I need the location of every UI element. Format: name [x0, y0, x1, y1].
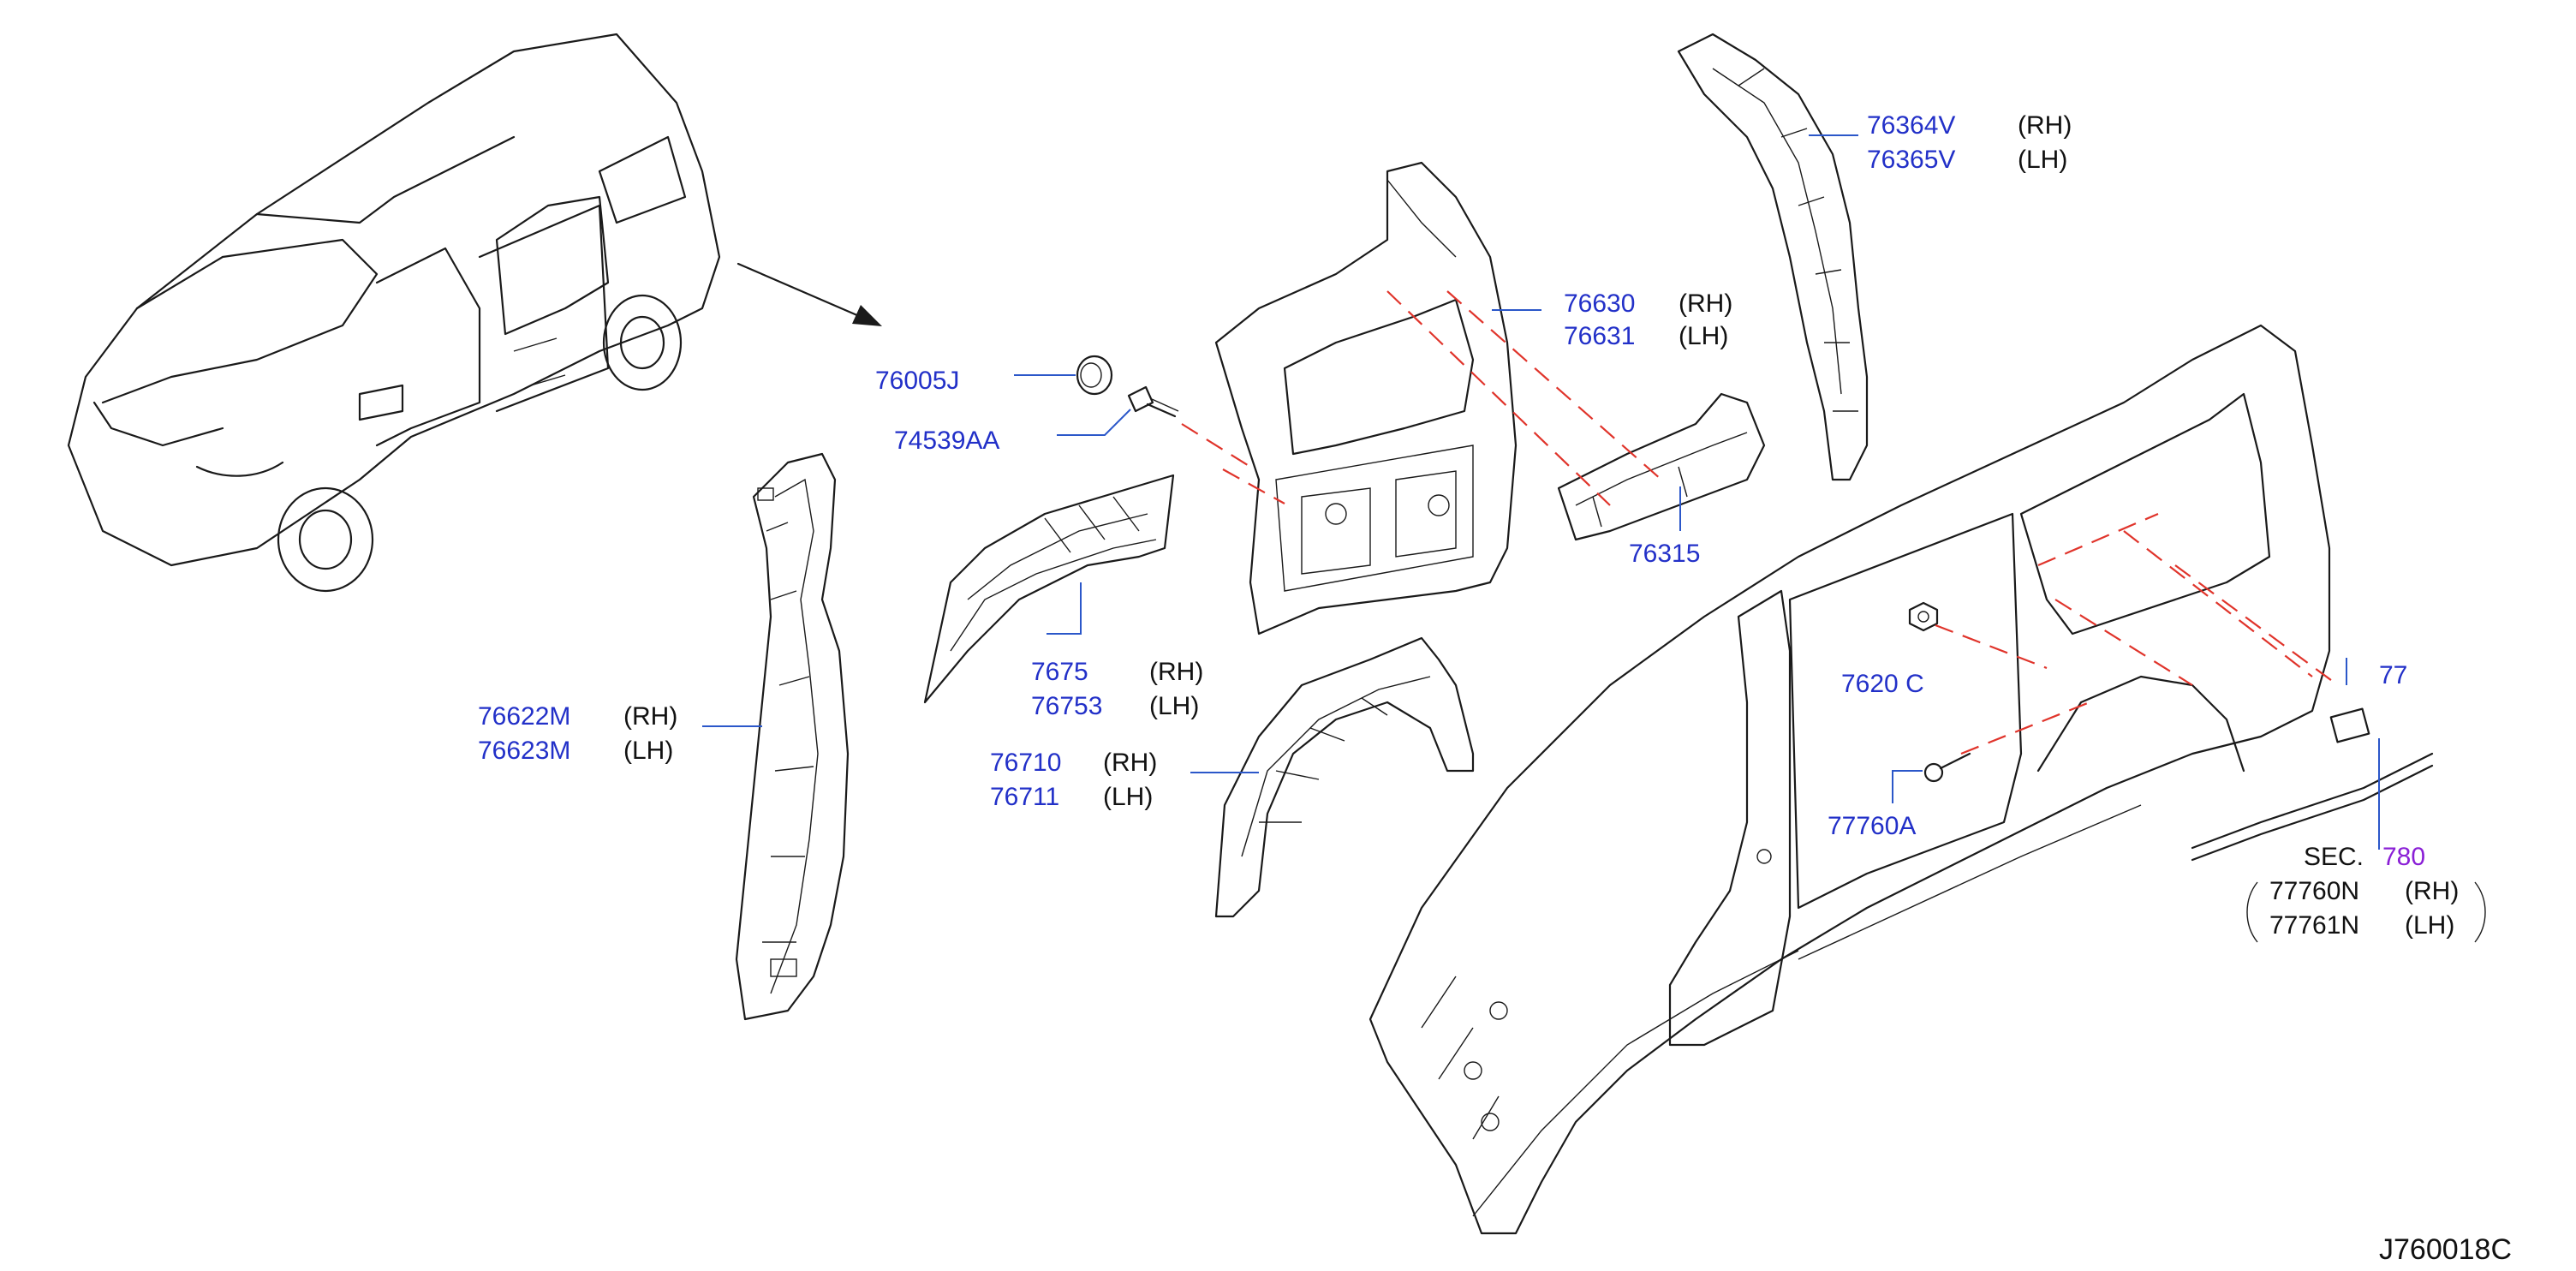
qualifier-rh: (RH)	[2018, 111, 2072, 140]
part-label-76710: 76710	[990, 749, 1061, 777]
part-label-76753: 76753	[1031, 692, 1102, 720]
side-sill-moulding-drawing	[2191, 707, 2434, 862]
nut-fastener-drawing	[1908, 601, 1939, 632]
part-label-77760N: 77760N	[2269, 877, 2359, 905]
qualifier-rh: (RH)	[623, 702, 677, 731]
sill-extension-panel-drawing	[1557, 392, 1766, 541]
part-label-76005J: 76005J	[875, 367, 959, 395]
clip-fastener-drawing	[1923, 752, 1971, 783]
qualifier-rh: (RH)	[1149, 658, 1203, 686]
part-label-76623M: 76623M	[478, 737, 570, 765]
vehicle-overview-illustration	[67, 33, 721, 593]
section-ref-number: 780	[2382, 843, 2425, 871]
part-label-7776xx: 77	[2379, 661, 2407, 689]
part-label-74539AA: 74539AA	[894, 427, 999, 455]
part-label-7675x: 7675	[1031, 658, 1088, 686]
qualifier-rh: (RH)	[1679, 289, 1732, 318]
part-label-76315: 76315	[1629, 540, 1700, 568]
part-label-77761N: 77761N	[2269, 911, 2359, 940]
diagram-code: J760018C	[2379, 1233, 2512, 1266]
qualifier-rh: (RH)	[2405, 877, 2459, 905]
qualifier-rh: (RH)	[1103, 749, 1157, 777]
part-label-76711: 76711	[990, 783, 1059, 811]
part-label-76630: 76630	[1564, 289, 1635, 318]
section-ref-label: SEC.	[2304, 843, 2364, 871]
direction-arrow	[736, 262, 882, 326]
inner-pillar-panel-drawing	[735, 452, 850, 1021]
qualifier-lh: (LH)	[1103, 783, 1153, 811]
part-label-76622M: 76622M	[478, 702, 570, 731]
qualifier-lh: (LH)	[1149, 692, 1199, 720]
rear-wheelhouse-outer-drawing	[1214, 636, 1475, 918]
qualifier-lh: (LH)	[2018, 146, 2067, 174]
qualifier-lh: (LH)	[2405, 911, 2454, 940]
rear-pillar-panel-drawing	[1214, 161, 1518, 636]
cap-plug-drawing	[1076, 355, 1113, 396]
wheelhouse-inner-drawing	[923, 474, 1175, 704]
part-label-76631: 76631	[1564, 322, 1635, 350]
part-label-76364V: 76364V	[1867, 111, 1955, 140]
rear-pillar-extension-drawing	[1677, 33, 1869, 481]
body-side-outer-panel-drawing	[1368, 324, 2331, 1235]
part-labels: 76364V (RH) 76365V (LH) 76630 (RH) 76631…	[478, 111, 2512, 1266]
part-label-7620xC: 7620 C	[1841, 670, 1924, 698]
part-label-76365V: 76365V	[1867, 146, 1955, 174]
part-label-77760A: 77760A	[1828, 812, 1916, 840]
leader-lines	[702, 134, 2380, 850]
qualifier-lh: (LH)	[623, 737, 673, 765]
assembly-guide-lines	[1181, 290, 2339, 755]
bolt-drawing	[1127, 385, 1179, 418]
section-brackets	[2246, 881, 2486, 943]
qualifier-lh: (LH)	[1679, 322, 1728, 350]
